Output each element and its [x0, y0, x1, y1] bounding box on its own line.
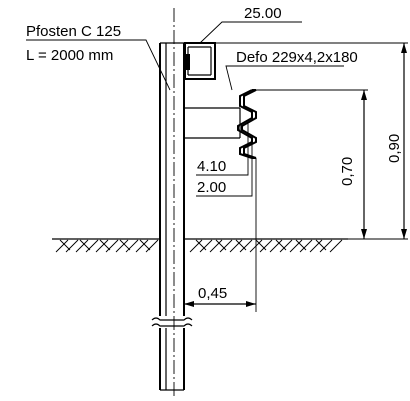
height-inner-dimension-label: 0,70 [339, 157, 356, 186]
ground [52, 238, 348, 253]
dim-upper-label: 4.10 [197, 158, 226, 175]
offset-dimension-label: 0,45 [198, 285, 227, 302]
dim-lower-label: 2.00 [197, 179, 226, 196]
defo-spec-label: Defo 229x4,2x180 [236, 49, 358, 66]
post-length-label: L = 2000 mm [26, 47, 113, 64]
break-symbol [151, 317, 193, 327]
dimension-offset [184, 158, 257, 312]
post-name-label: Pfosten C 125 [26, 23, 121, 40]
dimension-height-inner [256, 89, 368, 239]
post [159, 42, 185, 391]
height-outer-dimension-label: 0,90 [386, 134, 403, 163]
spacer-block [184, 42, 216, 80]
dimension-height-outer [215, 42, 408, 240]
spacer-size-label: 25.00 [244, 5, 282, 22]
defo-tube [185, 107, 241, 139]
w-beam-rail [237, 89, 257, 159]
leaders [26, 21, 344, 197]
